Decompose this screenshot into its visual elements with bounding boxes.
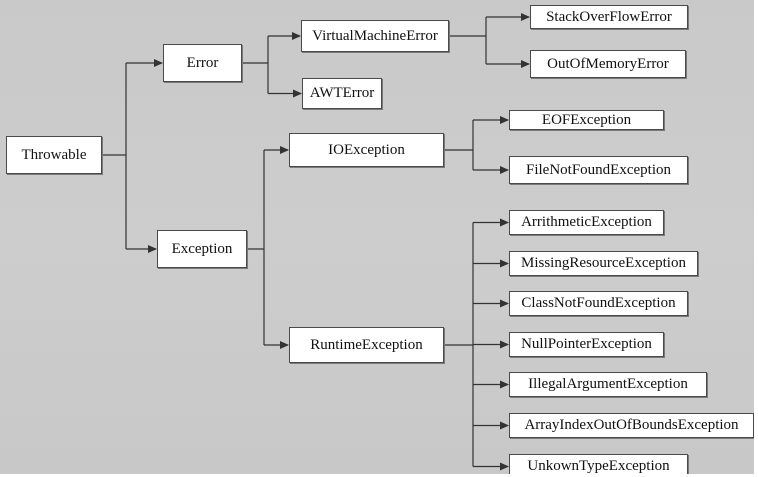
node-error: Error (163, 44, 242, 82)
node-array-index-out-of-bounds-exception: ArrayIndexOutOfBoundsException (509, 413, 754, 438)
frame-edge-right (754, 0, 758, 477)
node-illegal-argument-exception: IllegalArgumentException (509, 372, 707, 397)
node-eof-exception: EOFException (509, 110, 664, 130)
node-file-not-found-exception: FileNotFoundException (509, 156, 688, 184)
node-stack-overflow-error: StackOverFlowError (530, 5, 688, 29)
node-arrithmetic-exception: ArrithmeticException (509, 210, 664, 235)
node-unkown-type-exception: UnkownTypeException (509, 454, 688, 477)
node-virtual-machine-error: VirtualMachineError (301, 20, 449, 52)
node-io-exception: IOException (289, 133, 444, 167)
node-awt-error: AWTError (302, 78, 382, 109)
node-throwable: Throwable (6, 136, 102, 174)
node-class-not-found-exception: ClassNotFoundException (509, 291, 688, 316)
node-runtime-exception: RuntimeException (289, 327, 444, 363)
node-null-pointer-exception: NullPointerException (509, 332, 664, 357)
node-missing-resource-exception: MissingResourceException (509, 251, 698, 276)
node-exception: Exception (157, 230, 247, 268)
frame-edge-bottom (0, 474, 758, 477)
node-out-of-memory-error: OutOfMemoryError (530, 50, 686, 78)
